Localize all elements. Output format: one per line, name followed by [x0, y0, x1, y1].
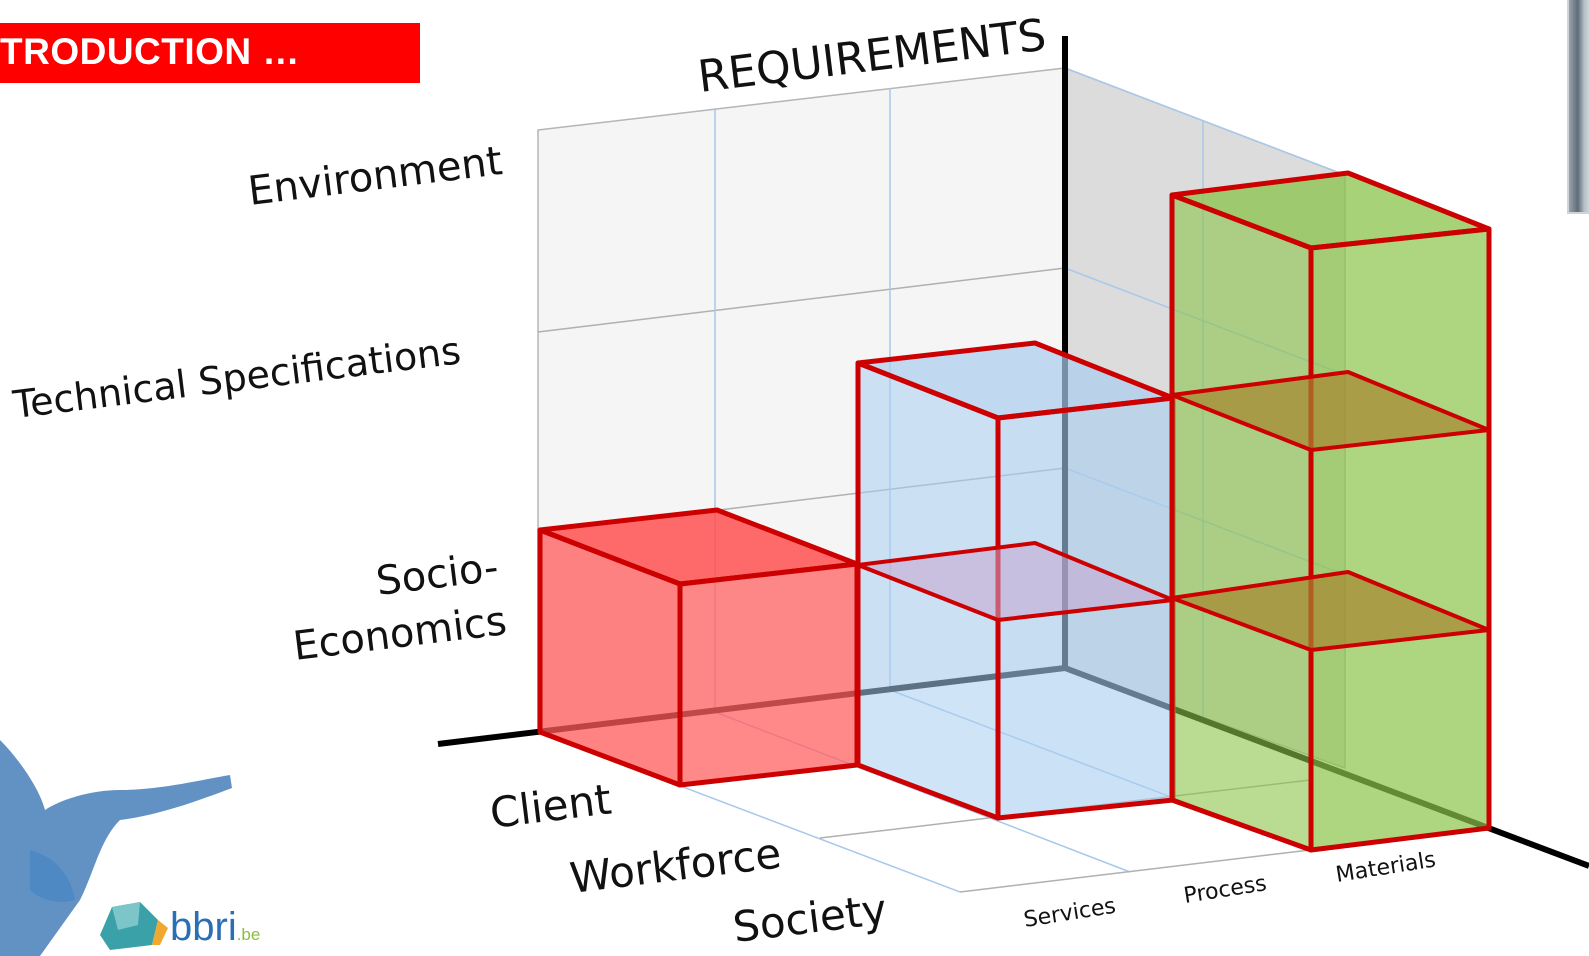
logo-tld: .be — [236, 925, 261, 944]
domain-label-services: Services — [1022, 894, 1118, 933]
thumbnail-photo — [1567, 0, 1589, 214]
level-label-technical-specifications: Technical Specifications — [10, 328, 463, 427]
stakeholder-label-society: Society — [730, 884, 889, 951]
block-services — [537, 507, 860, 788]
section-banner: TRODUCTION … — [0, 23, 420, 83]
logo-name: bbri — [170, 905, 237, 949]
level-label-economics: Economics — [291, 598, 509, 670]
bbri-logo: bbri.be — [170, 905, 260, 950]
domain-label-materials: Materials — [1334, 847, 1438, 887]
block-materials — [1169, 170, 1492, 853]
level-label-environment: Environment — [246, 138, 505, 215]
stakeholder-label-client: Client — [487, 774, 614, 837]
jumping-figure-illustration — [0, 740, 232, 956]
level-label-socio: Socio- — [374, 544, 501, 605]
stakeholder-label-workforce: Workforce — [567, 828, 784, 902]
domain-label-process: Process — [1182, 871, 1268, 909]
block-process — [855, 340, 1176, 821]
banner-title: TRODUCTION … — [0, 31, 300, 72]
bbri-logo-icon — [100, 902, 168, 950]
